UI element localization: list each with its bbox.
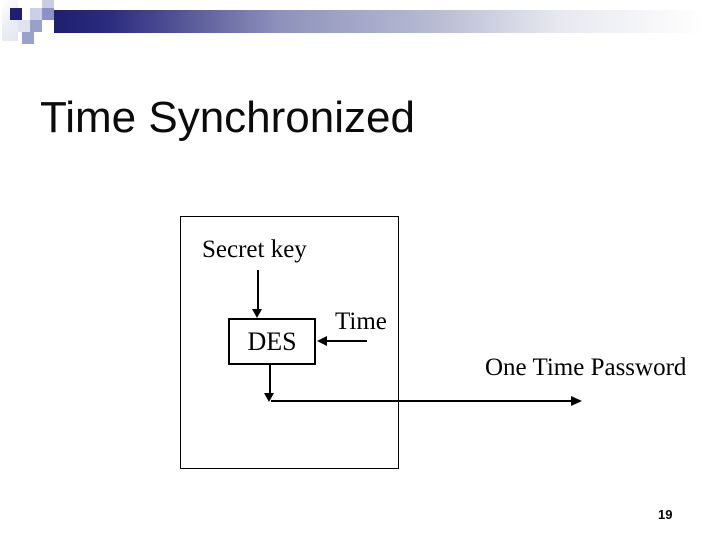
secret-key-arrow-line [257,270,259,310]
des-output-arrow-line [269,365,271,394]
secret-key-label: Secret key [202,236,307,263]
pixel-square-dark [10,8,22,20]
header-gradient-strip [2,0,18,41]
arrow-down-icon-2 [264,393,274,402]
time-label: Time [335,308,387,335]
pixel-square-medium [42,8,54,20]
token-outer-box [180,216,399,469]
slide-title: Time Synchronized [40,93,415,142]
header-gradient-bar [54,10,705,33]
time-arrow-line [327,340,367,342]
pixel-square-light-top [42,0,54,8]
pixel-square-light [30,8,42,20]
page-number: 19 [658,507,673,522]
pixel-square-medium-2 [30,20,42,32]
otp-arrow-line [271,400,571,402]
des-label: DES [247,326,297,356]
des-box: DES [228,318,316,365]
arrow-down-icon [252,309,262,318]
arrow-right-icon [571,396,582,406]
one-time-password-label: One Time Password [485,354,687,381]
pixel-square-pale [18,20,30,32]
arrow-left-icon [317,336,327,346]
pixel-square-violet [22,32,34,44]
